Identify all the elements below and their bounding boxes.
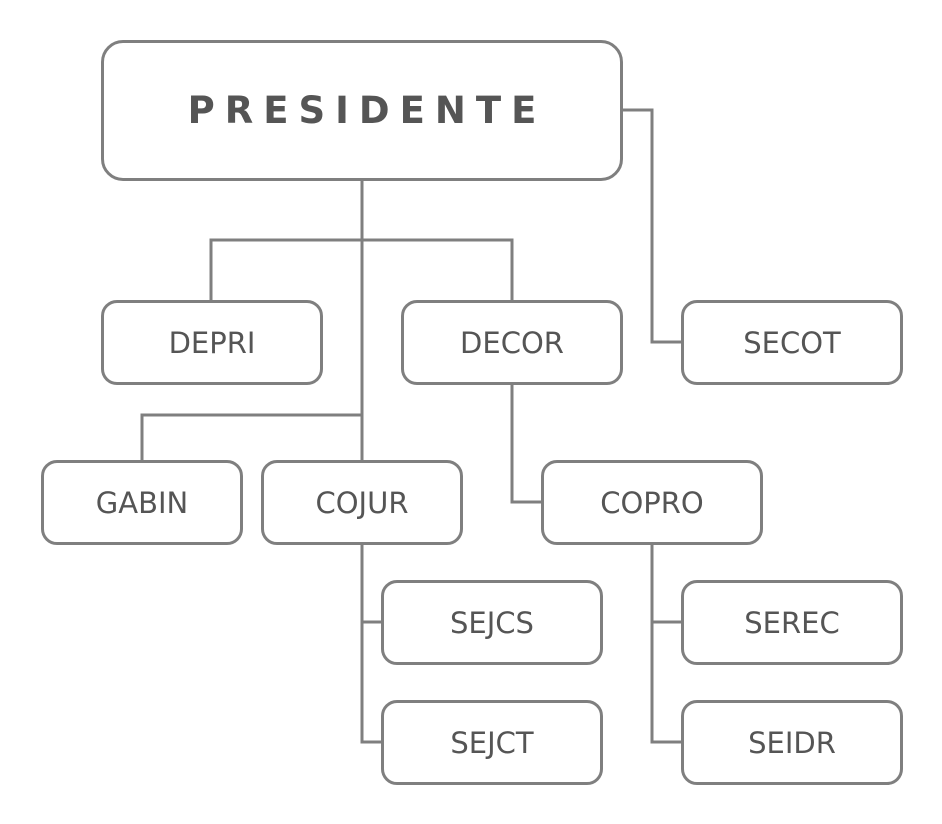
- node-presidente-label: PRESIDENTE: [187, 89, 547, 132]
- node-secot: SECOT: [681, 300, 903, 385]
- node-gabin-label: GABIN: [95, 485, 189, 520]
- node-sejct: SEJCT: [381, 700, 603, 785]
- node-serec: SEREC: [681, 580, 903, 665]
- node-decor-label: DECOR: [460, 325, 564, 360]
- node-sejct-label: SEJCT: [450, 725, 534, 760]
- node-serec-label: SEREC: [744, 605, 840, 640]
- connector-cojur-children: [360, 544, 382, 744]
- connector-copro-children: [650, 544, 682, 744]
- node-copro-label: COPRO: [600, 485, 704, 520]
- node-depri-label: DEPRI: [168, 325, 256, 360]
- node-seidr: SEIDR: [681, 700, 903, 785]
- connector-president-gabin: [140, 413, 364, 460]
- node-cojur-label: COJUR: [315, 485, 409, 520]
- node-seidr-label: SEIDR: [748, 725, 836, 760]
- connector-decor-copro: [510, 384, 542, 504]
- node-sejcs: SEJCS: [381, 580, 603, 665]
- node-copro: COPRO: [541, 460, 763, 545]
- node-depri: DEPRI: [101, 300, 323, 385]
- node-cojur: COJUR: [261, 460, 463, 545]
- node-gabin: GABIN: [41, 460, 243, 545]
- node-secot-label: SECOT: [743, 325, 841, 360]
- node-decor: DECOR: [401, 300, 623, 385]
- node-sejcs-label: SEJCS: [450, 605, 534, 640]
- connector-president-secot: [622, 108, 682, 344]
- node-presidente: PRESIDENTE: [101, 40, 623, 181]
- connector-president-depri-decor: [209, 238, 514, 300]
